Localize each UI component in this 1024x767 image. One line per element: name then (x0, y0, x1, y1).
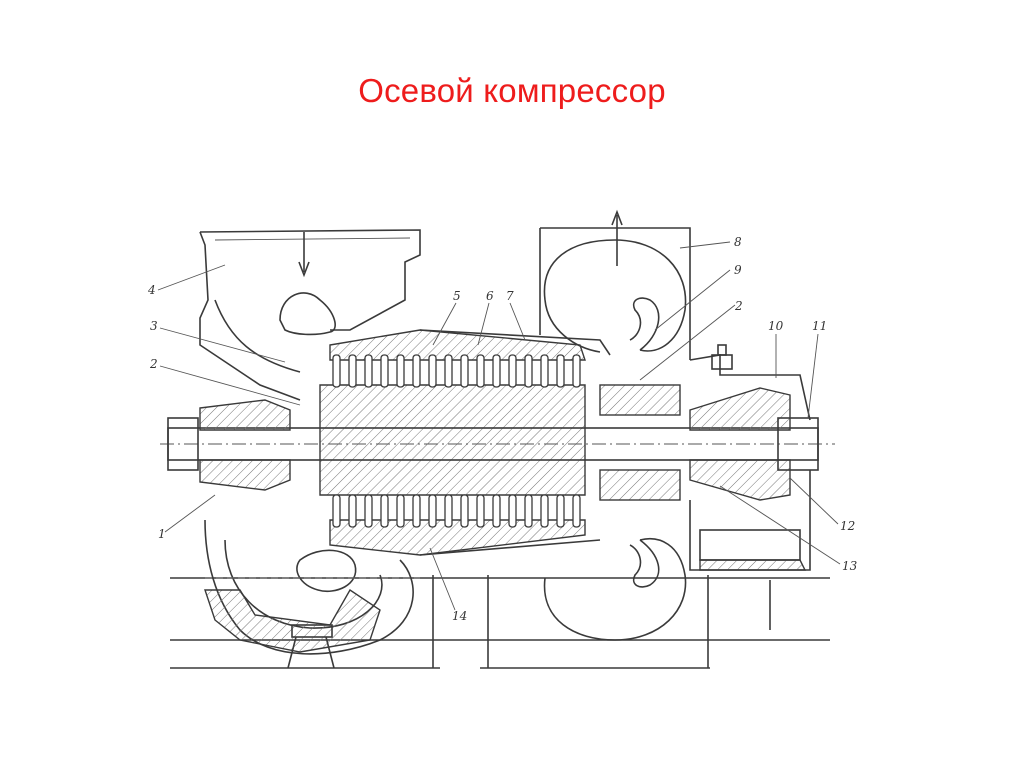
outlet-volute (539, 227, 691, 641)
callout-label: 4 (147, 283, 156, 297)
callout-label: 9 (734, 263, 742, 277)
callout-label: 10 (768, 319, 784, 333)
bearing-housing (689, 344, 811, 571)
callout-label: 5 (453, 289, 461, 303)
rotor-drum (319, 384, 586, 496)
inlet-housing (199, 229, 421, 669)
axial-compressor-drawing: 1 2 3 4 5 6 7 2 8 9 10 11 12 13 14 (147, 209, 858, 669)
rotor-blades-upper (332, 354, 581, 388)
callout-label: 6 (486, 289, 494, 303)
callout-label: 2 (149, 357, 158, 371)
compressor-casing (329, 329, 611, 556)
callout-label: 2 (734, 299, 743, 313)
outlet-flow-arrow (611, 209, 623, 266)
callout-label: 12 (840, 519, 855, 533)
callouts: 1 2 3 4 5 6 7 2 8 9 10 11 12 13 14 (147, 235, 858, 623)
callout-label: 8 (734, 235, 742, 249)
callout-label: 13 (842, 559, 858, 573)
callout-label: 1 (158, 527, 166, 541)
inlet-flow-arrow (298, 232, 310, 278)
callout-label: 11 (812, 319, 827, 333)
callout-label: 7 (506, 289, 514, 303)
rotor-blades-lower (332, 494, 581, 528)
callout-label: 3 (150, 319, 158, 333)
slide-title: Осевой компрессор (358, 72, 666, 109)
callout-label: 14 (452, 609, 467, 623)
shaft (160, 387, 835, 501)
